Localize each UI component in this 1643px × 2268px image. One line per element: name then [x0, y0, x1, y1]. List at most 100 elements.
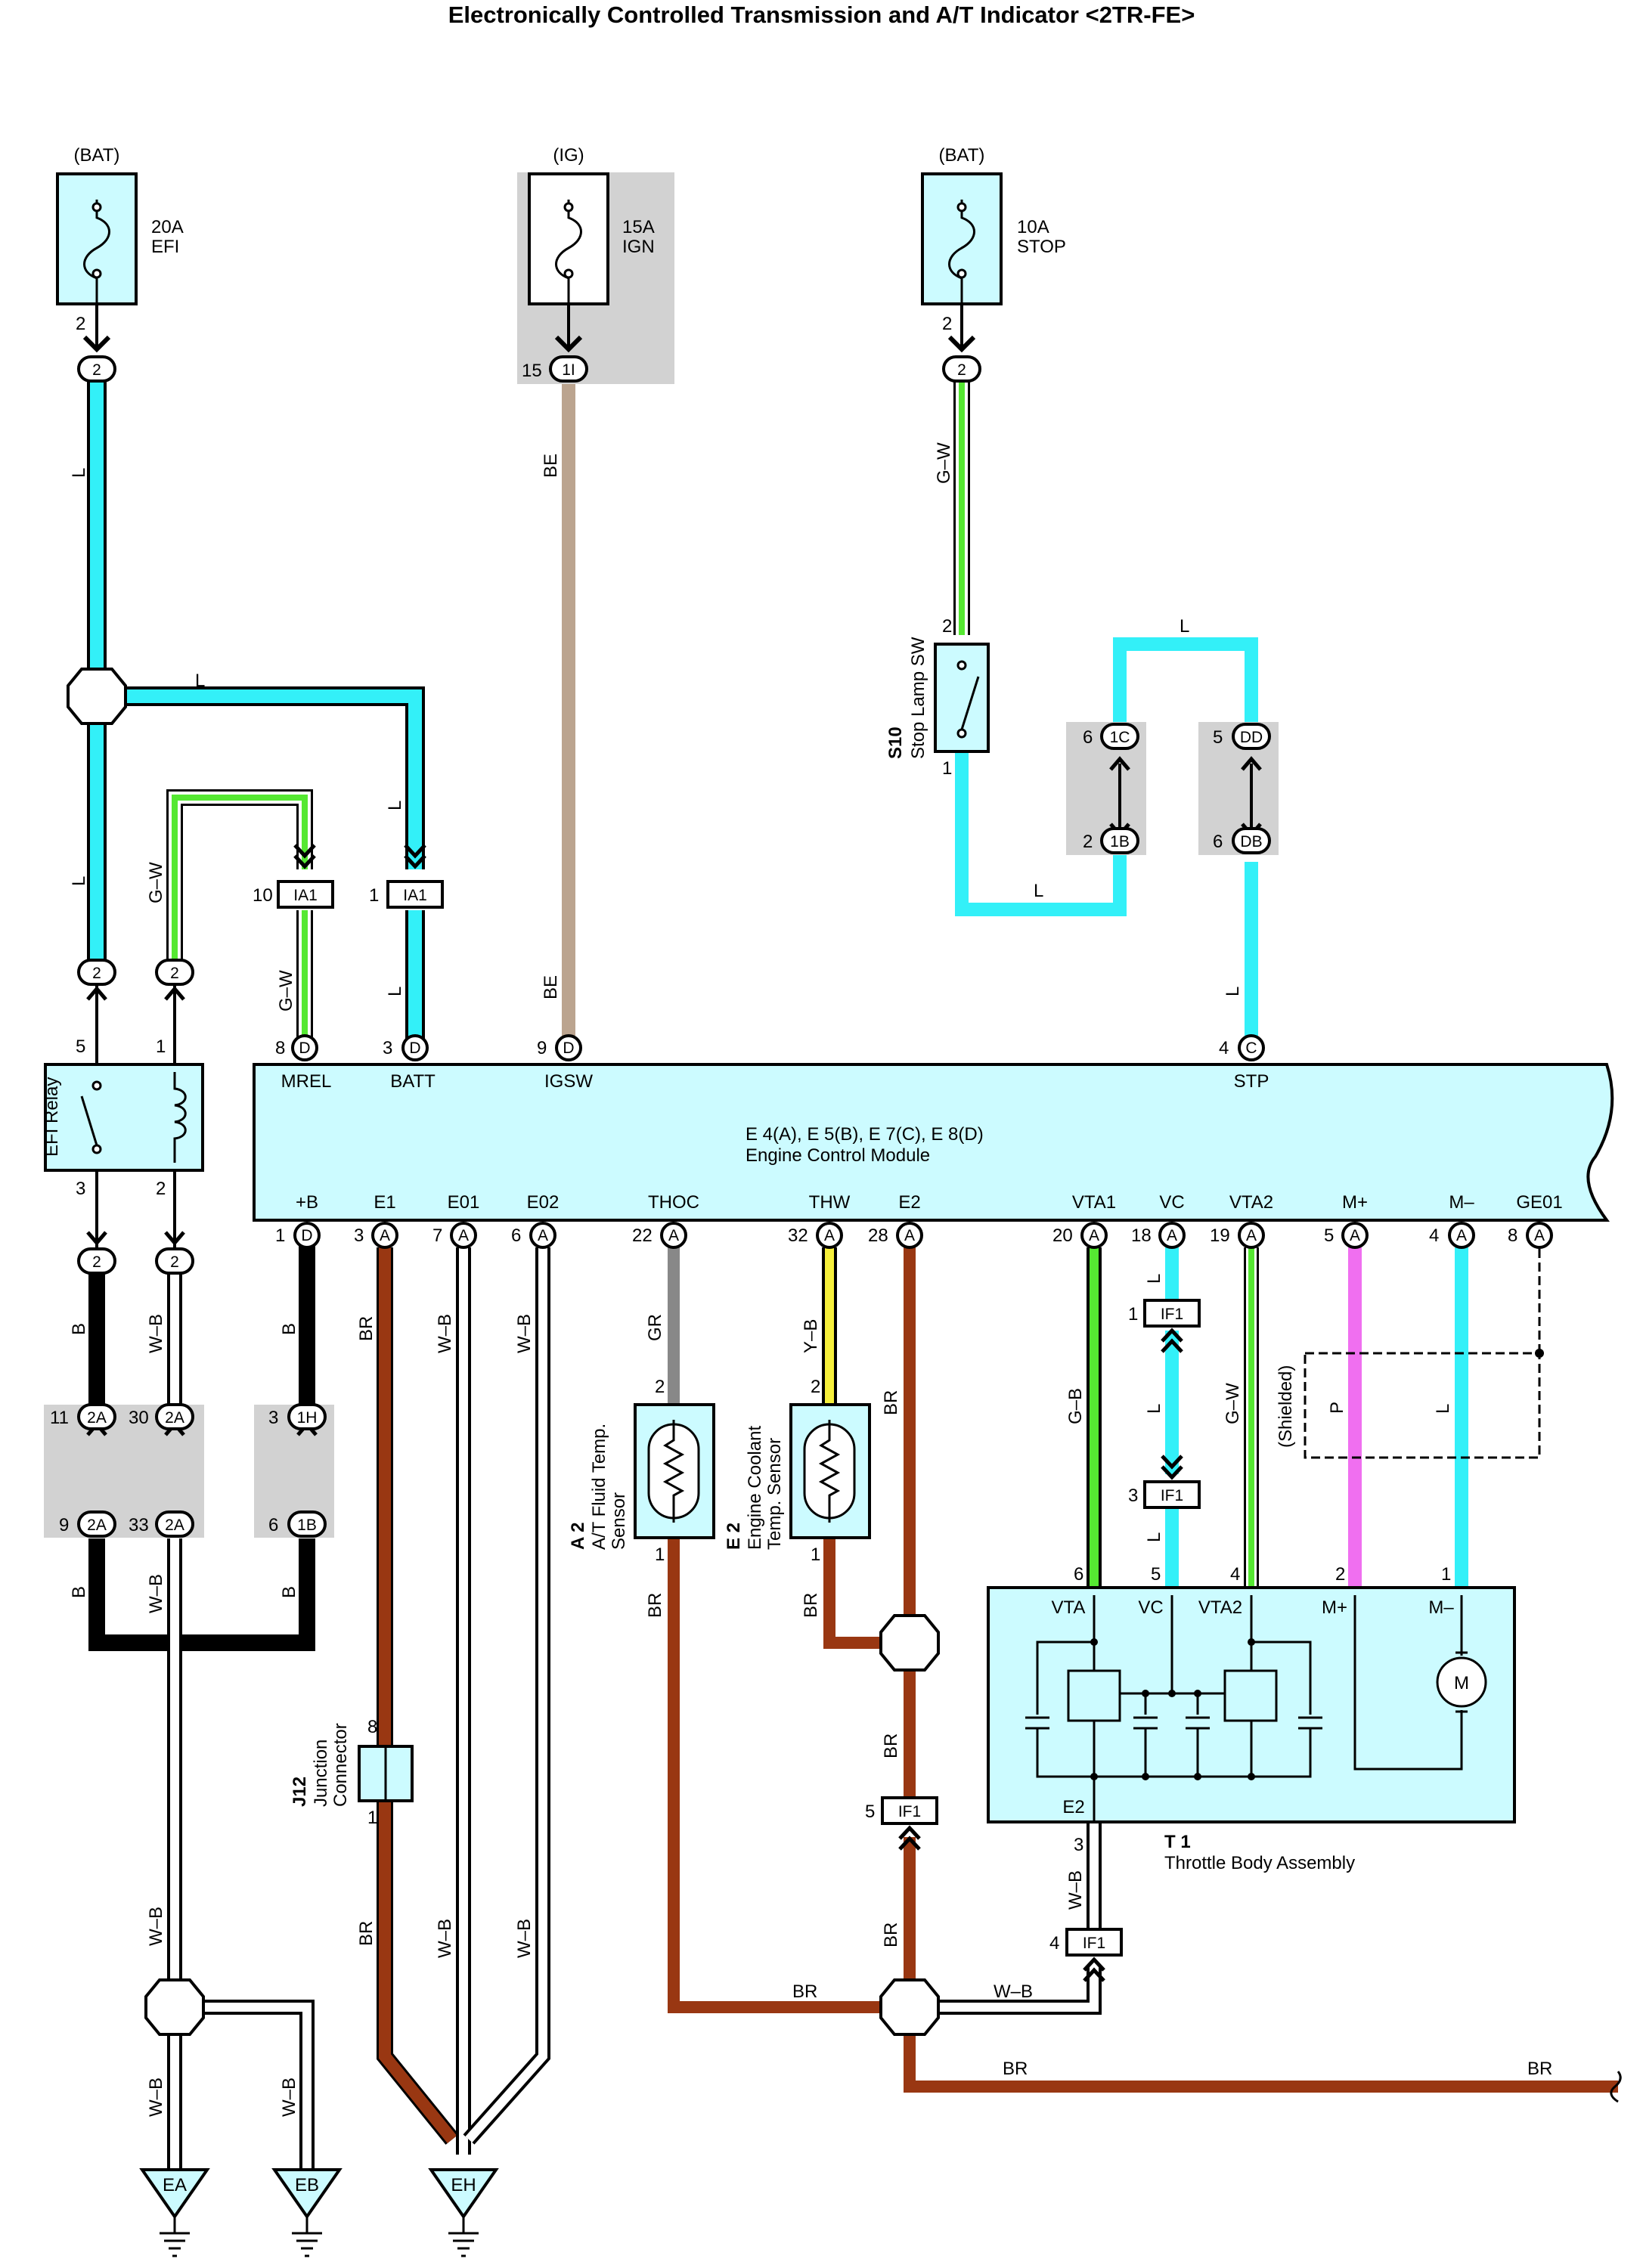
- at-fluid-temp-sensor: 2 1 A 2 A/T Fluid Temp. Sensor: [568, 1377, 715, 1565]
- svg-text:1: 1: [811, 1545, 820, 1565]
- svg-text:15A: 15A: [622, 217, 655, 237]
- svg-text:B: B: [69, 1586, 89, 1598]
- svg-text:G–W: G–W: [146, 862, 166, 903]
- svg-text:W–B: W–B: [994, 1981, 1033, 2002]
- svg-text:2A: 2A: [165, 1409, 184, 1427]
- svg-text:EH: EH: [451, 2175, 476, 2195]
- svg-text:2: 2: [1335, 1564, 1345, 1585]
- svg-text:2: 2: [92, 1253, 101, 1271]
- svg-text:28: 28: [868, 1225, 888, 1246]
- wire-break-mark: [1610, 2071, 1622, 2103]
- svg-text:L: L: [1144, 1274, 1164, 1284]
- svg-text:M: M: [1454, 1673, 1469, 1693]
- svg-text:9: 9: [537, 1038, 547, 1058]
- svg-text:S10: S10: [885, 727, 906, 759]
- svg-text:L: L: [1223, 987, 1243, 996]
- svg-text:Y–B: Y–B: [801, 1319, 821, 1353]
- splice-efi: [67, 668, 127, 725]
- svg-text:32: 32: [788, 1225, 808, 1246]
- svg-text:W–B: W–B: [1065, 1870, 1086, 1910]
- svg-text:1: 1: [369, 885, 379, 906]
- svg-text:20A: 20A: [151, 217, 184, 237]
- svg-text:Engine Coolant: Engine Coolant: [745, 1426, 765, 1550]
- svg-text:4: 4: [1219, 1038, 1229, 1058]
- svg-text:10: 10: [253, 885, 273, 906]
- svg-text:THW: THW: [809, 1192, 851, 1213]
- diagram-title: Electronically Controlled Transmission a…: [448, 2, 1195, 28]
- svg-text:Throttle Body Assembly: Throttle Body Assembly: [1164, 1853, 1355, 1873]
- fuse-stop: (BAT) 10A STOP 2 2: [921, 145, 1066, 383]
- svg-text:2: 2: [92, 361, 101, 379]
- svg-text:1: 1: [275, 1225, 285, 1246]
- wire-thw-yb: [822, 1247, 892, 1649]
- engine-coolant-temp-sensor: 2 1 E 2 Engine Coolant Temp. Sensor: [724, 1377, 871, 1565]
- ecm-pin-vta2: VTA2 A 19: [1210, 1192, 1273, 1249]
- svg-text:BE: BE: [541, 975, 561, 999]
- svg-text:BR: BR: [1003, 2059, 1028, 2079]
- svg-text:A: A: [824, 1227, 835, 1244]
- svg-text:1H: 1H: [297, 1409, 318, 1427]
- svg-text:E2: E2: [898, 1192, 920, 1213]
- svg-text:IF1: IF1: [1083, 1935, 1105, 1952]
- svg-text:IF1: IF1: [1161, 1306, 1183, 1323]
- svg-text:VC: VC: [1159, 1192, 1184, 1213]
- svg-text:E01: E01: [448, 1192, 480, 1213]
- svg-text:THOC: THOC: [648, 1192, 699, 1213]
- svg-text:EFI: EFI: [151, 237, 179, 257]
- svg-text:E2: E2: [1062, 1797, 1084, 1817]
- svg-text:Stop Lamp SW: Stop Lamp SW: [908, 637, 928, 759]
- connector-if1-pin4: IF1 4: [1049, 1928, 1123, 1982]
- svg-text:+B: +B: [296, 1192, 318, 1213]
- svg-text:19: 19: [1210, 1225, 1230, 1246]
- svg-text:M–: M–: [1449, 1192, 1474, 1213]
- svg-text:STP: STP: [1234, 1071, 1269, 1092]
- svg-text:STOP: STOP: [1017, 237, 1066, 257]
- ecm-pin-e2: E2 A 28: [868, 1192, 923, 1249]
- svg-text:EFI Relay: EFI Relay: [42, 1077, 62, 1157]
- svg-text:VTA2: VTA2: [1198, 1597, 1242, 1618]
- svg-text:5: 5: [865, 1802, 875, 1822]
- svg-text:3: 3: [383, 1038, 392, 1058]
- svg-text:2A: 2A: [165, 1517, 184, 1534]
- splice-wb-ground: [144, 1978, 205, 2036]
- stop-lamp-switch: 2 1 S10 Stop Lamp SW: [885, 616, 990, 779]
- connector-if1-pin5: IF1 5: [865, 1796, 938, 1851]
- svg-text:A: A: [380, 1227, 390, 1244]
- svg-text:D: D: [299, 1040, 310, 1057]
- svg-text:L: L: [69, 468, 89, 478]
- svg-text:A: A: [538, 1227, 548, 1244]
- svg-text:7: 7: [432, 1225, 442, 1246]
- wire-efi-l: [87, 372, 425, 1048]
- svg-text:(IG): (IG): [553, 145, 584, 166]
- svg-text:1: 1: [1441, 1564, 1451, 1585]
- svg-text:B: B: [279, 1586, 299, 1598]
- svg-text:2: 2: [92, 965, 101, 982]
- svg-text:(BAT): (BAT): [74, 145, 120, 166]
- svg-text:5: 5: [76, 1036, 85, 1057]
- svg-text:W–B: W–B: [146, 1907, 166, 1946]
- svg-text:BR: BR: [881, 1923, 901, 1947]
- svg-text:L: L: [385, 987, 405, 996]
- ground-eh: EH: [428, 2168, 499, 2257]
- svg-text:A: A: [1456, 1227, 1467, 1244]
- svg-text:IGSW: IGSW: [544, 1071, 593, 1092]
- svg-text:2A: 2A: [87, 1517, 107, 1534]
- svg-text:A: A: [668, 1227, 679, 1244]
- svg-text:1: 1: [1128, 1304, 1138, 1325]
- svg-text:8: 8: [367, 1717, 377, 1737]
- svg-text:BR: BR: [645, 1593, 665, 1618]
- fuse-ign: (IG) 15A IGN 15 1I: [517, 145, 674, 384]
- svg-text:Sensor: Sensor: [609, 1492, 629, 1550]
- svg-text:VTA2: VTA2: [1229, 1192, 1273, 1213]
- efi-relay: 5 1 3 2 EFI Relay: [42, 1036, 204, 1199]
- ecm-pin-thoc: THOC A 22: [632, 1192, 699, 1249]
- junction-2a: 2A 11 2A 30 2A 9 2A 33: [44, 1403, 204, 1538]
- svg-text:MREL: MREL: [281, 1071, 332, 1092]
- svg-text:2: 2: [1083, 832, 1093, 852]
- ecm-pin-e01: E01 A 7: [432, 1192, 480, 1249]
- svg-text:33: 33: [129, 1515, 149, 1535]
- svg-text:D: D: [301, 1227, 312, 1244]
- svg-text:BR: BR: [801, 1593, 821, 1618]
- svg-text:E02: E02: [527, 1192, 560, 1213]
- svg-text:W–B: W–B: [514, 1919, 535, 1958]
